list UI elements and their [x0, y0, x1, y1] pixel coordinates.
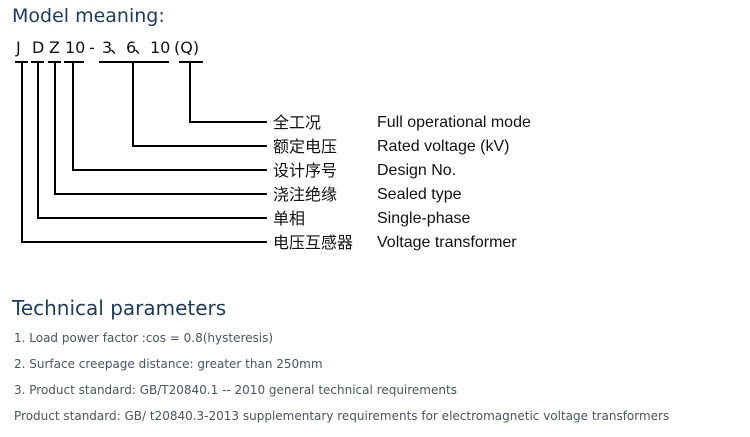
vertical-voltage: [132, 62, 134, 145]
horizontal-j: [21, 241, 267, 243]
horizontal-z: [54, 193, 267, 195]
legend-cn-voltage-transformer: 电压互感器: [273, 233, 354, 252]
param-product-standard-supplementary: Product standard: GB/ t20840.3-2013 supp…: [14, 409, 670, 423]
underline-q: [179, 61, 203, 63]
code-voltage-6: 6: [126, 38, 137, 57]
underline-design: [64, 61, 84, 63]
legend-cn-full-operational: 全工况: [273, 113, 322, 132]
param-creepage-distance: 2. Surface creepage distance: greater th…: [14, 357, 323, 371]
legend-en-single-phase: Single-phase: [377, 210, 471, 227]
code-letter-z: Z: [49, 38, 60, 57]
code-dash: -: [89, 38, 95, 57]
legend-cn-single-phase: 单相: [273, 209, 306, 228]
legend-cn-sealed-type: 浇注绝缘: [273, 185, 338, 204]
vertical-z: [54, 62, 56, 193]
code-separator: 、: [134, 38, 151, 57]
code-letter-d: D: [32, 38, 45, 57]
legend-en-design-no: Design No.: [377, 162, 457, 179]
legend-en-sealed-type: Sealed type: [377, 186, 462, 203]
code-suffix-q: (Q): [174, 38, 200, 57]
code-voltage-3: 3: [102, 38, 113, 57]
vertical-j: [21, 62, 23, 241]
param-product-standard-general: 3. Product standard: GB/T20840.1 -- 2010…: [14, 383, 457, 397]
vertical-q: [189, 62, 191, 121]
legend-en-rated-voltage: Rated voltage (kV): [377, 138, 510, 155]
legend-en-voltage-transformer: Voltage transformer: [377, 234, 517, 251]
horizontal-q: [189, 121, 267, 123]
param-load-power-factor: 1. Load power factor :cos = 0.8(hysteres…: [14, 331, 274, 345]
vertical-design: [72, 62, 74, 169]
technical-parameters-heading: Technical parameters: [12, 296, 227, 320]
horizontal-voltage: [132, 145, 267, 147]
model-meaning-heading: Model meaning:: [12, 5, 165, 27]
underline-voltage: [99, 61, 169, 63]
vertical-d: [37, 62, 39, 217]
legend-cn-design-no: 设计序号: [273, 161, 338, 180]
code-letter-j: J: [16, 38, 21, 57]
legend-cn-rated-voltage: 额定电压: [273, 137, 338, 156]
code-design-number: 10: [65, 38, 86, 57]
horizontal-d: [37, 217, 267, 219]
code-separator: 、: [110, 38, 127, 57]
legend-en-full-operational: Full operational mode: [377, 114, 531, 131]
horizontal-design: [72, 169, 267, 171]
code-voltage-10: 10: [150, 38, 171, 57]
